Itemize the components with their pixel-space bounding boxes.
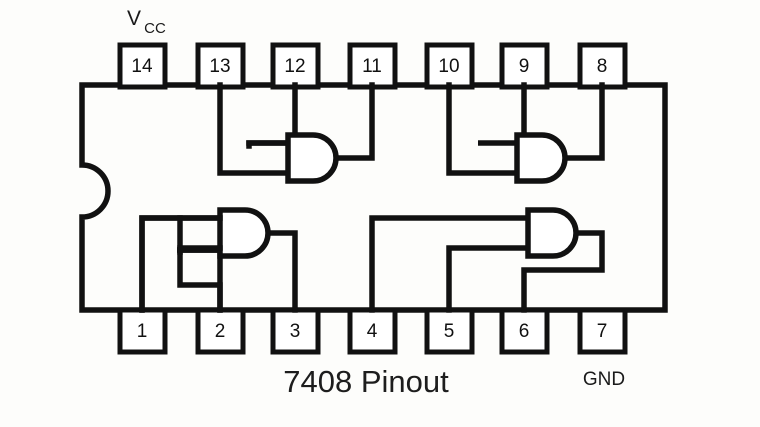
pin-label-2: 2	[215, 321, 226, 342]
gnd-label: GND	[583, 369, 625, 390]
diagram-title: 7408 Pinout	[283, 364, 449, 399]
pin-label-8: 8	[597, 56, 608, 77]
pin-box-5[interactable]	[424, 307, 475, 355]
pin-label-10: 10	[438, 56, 459, 77]
pin-label-13: 13	[209, 56, 230, 77]
vcc-label-group: V CC	[127, 7, 166, 37]
pin-box-7[interactable]	[577, 307, 628, 355]
pin-label-3: 3	[290, 321, 301, 342]
pin-label-4: 4	[367, 321, 378, 342]
pin-box-2[interactable]	[195, 307, 246, 355]
pin-box-3[interactable]	[270, 307, 321, 355]
pin-label-5: 5	[444, 321, 455, 342]
gate-bottom-left-input-routing	[139, 215, 223, 313]
pin-box-11[interactable]	[347, 42, 398, 90]
pin-label-1: 1	[137, 321, 148, 342]
chip-body-outline	[79, 82, 668, 313]
bottom-pin-group: 1 2 3 4 5 6 7	[117, 307, 628, 355]
pin-box-6[interactable]	[499, 307, 550, 355]
pin-box-9[interactable]	[499, 42, 550, 90]
gate-bottom-right-wiring	[369, 215, 605, 313]
pin-label-6: 6	[519, 321, 530, 342]
top-pin-group: 14 13 12 11 10 9 8	[117, 42, 628, 90]
and-gate-bottom-left	[217, 207, 271, 259]
and-gate-top-right	[514, 132, 568, 184]
pin-label-7: 7	[597, 321, 608, 342]
pin-label-12: 12	[284, 56, 305, 77]
pin-label-9: 9	[519, 56, 530, 77]
vcc-label: V	[127, 7, 141, 30]
pin-label-11: 11	[362, 56, 382, 77]
gate-top-right-wiring	[446, 82, 605, 176]
pin-box-12[interactable]	[270, 42, 321, 90]
and-gate-top-left	[285, 132, 339, 184]
pin-box-8[interactable]	[577, 42, 628, 90]
gate-top-left-wiring	[217, 82, 375, 176]
vcc-subscript: CC	[144, 20, 166, 37]
pin-label-14: 14	[131, 56, 153, 77]
and-gate-bottom-right	[525, 207, 579, 259]
pin-box-14[interactable]	[117, 42, 168, 90]
pin-box-4[interactable]	[347, 307, 398, 355]
